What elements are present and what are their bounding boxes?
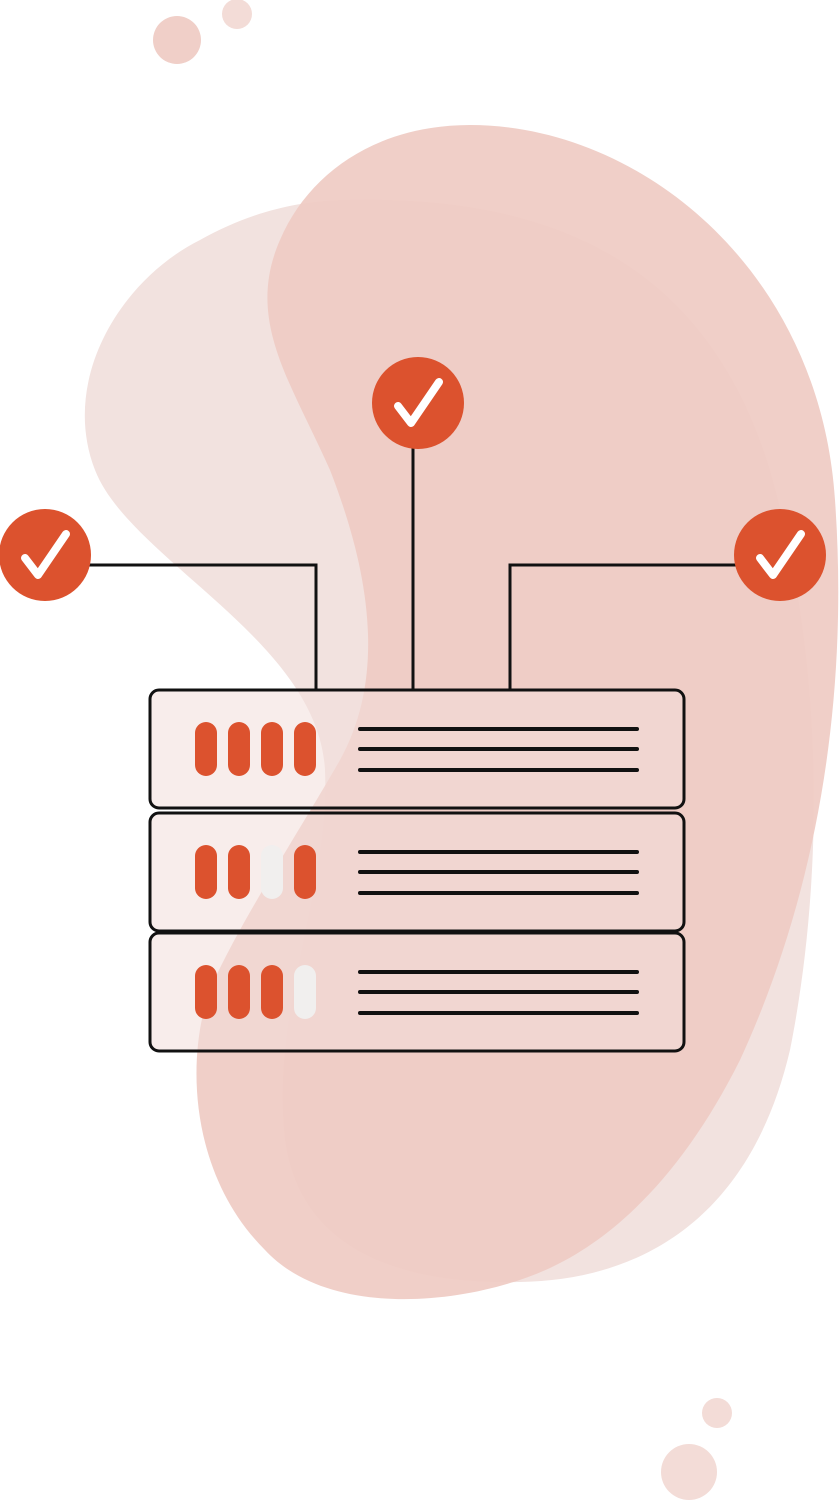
status-led-on bbox=[294, 722, 316, 776]
decor-bubble bbox=[702, 1398, 732, 1428]
status-led-on bbox=[261, 965, 283, 1019]
server-unit bbox=[148, 811, 686, 933]
status-led-on bbox=[228, 722, 250, 776]
status-led-on bbox=[228, 845, 250, 899]
decor-bubble bbox=[661, 1444, 717, 1500]
check-circle-icon bbox=[0, 509, 91, 601]
status-led-off bbox=[294, 965, 316, 1019]
decor-bubble bbox=[222, 0, 252, 29]
check-circle-icon bbox=[372, 357, 464, 449]
check-circle-bg bbox=[0, 509, 91, 601]
check-circle-bg bbox=[372, 357, 464, 449]
connector-left bbox=[88, 563, 318, 690]
connector-lines bbox=[88, 448, 738, 690]
decor-bubble bbox=[153, 16, 201, 64]
status-led-on bbox=[195, 722, 217, 776]
connector-right bbox=[508, 563, 738, 690]
status-led-off bbox=[261, 845, 283, 899]
server-unit bbox=[148, 688, 686, 810]
server-rack bbox=[148, 688, 686, 1053]
status-led-on bbox=[228, 965, 250, 1019]
status-led-on bbox=[261, 722, 283, 776]
check-circle-icon bbox=[734, 509, 826, 601]
checkmark-glyph bbox=[21, 530, 70, 579]
checkpoint-group bbox=[0, 357, 826, 601]
status-led-on bbox=[195, 845, 217, 899]
server-unit bbox=[148, 931, 686, 1053]
check-circle-bg bbox=[734, 509, 826, 601]
checkmark-glyph bbox=[756, 530, 805, 579]
checkmark-glyph bbox=[394, 378, 443, 427]
status-led-on bbox=[294, 845, 316, 899]
status-led-on bbox=[195, 965, 217, 1019]
